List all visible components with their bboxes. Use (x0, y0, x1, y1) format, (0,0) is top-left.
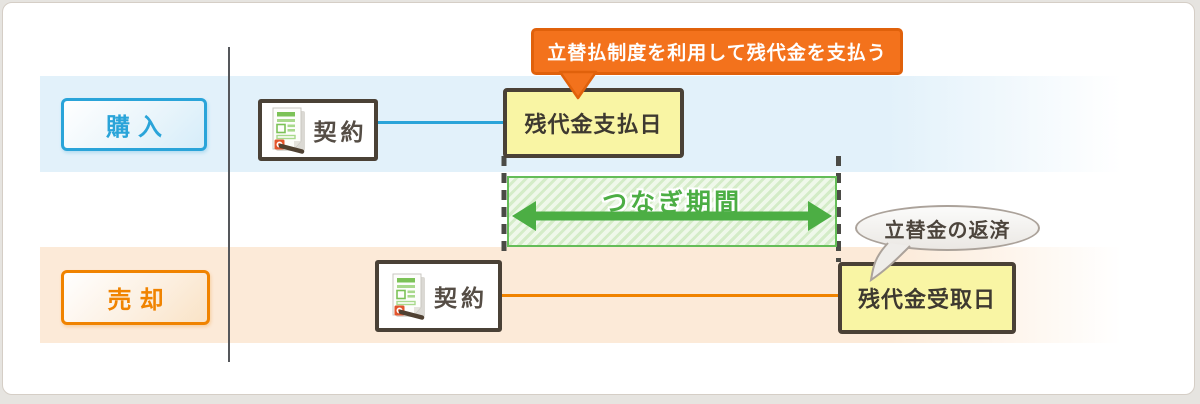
purchase-payment-date-box: 残代金支払日 (503, 88, 684, 158)
contract-document-icon (272, 107, 305, 154)
sale-contract-box: 契約 (375, 260, 502, 332)
sale-contract-label: 契約 (434, 285, 488, 311)
timeline-start-divider (228, 47, 230, 362)
purchase-timeline-line (376, 121, 506, 124)
sale-receipt-date-box: 残代金受取日 (838, 262, 1016, 334)
repayment-speech-bubble: 立替金の返済 (855, 205, 1040, 251)
purchase-row-label: 購入 (61, 98, 207, 151)
contract-document-icon (392, 273, 425, 320)
purchase-contract-label: 契約 (313, 119, 368, 145)
bridge-period-label: つなぎ期間 (601, 189, 742, 217)
purchase-contract-box: 契約 (258, 99, 378, 161)
bridge-period-box: つなぎ期間 (507, 176, 837, 247)
sale-row-label: 売却 (61, 270, 210, 325)
advance-payment-callout: 立替払制度を利用して残代金を支払う (531, 28, 903, 75)
sale-timeline-line (500, 294, 840, 297)
